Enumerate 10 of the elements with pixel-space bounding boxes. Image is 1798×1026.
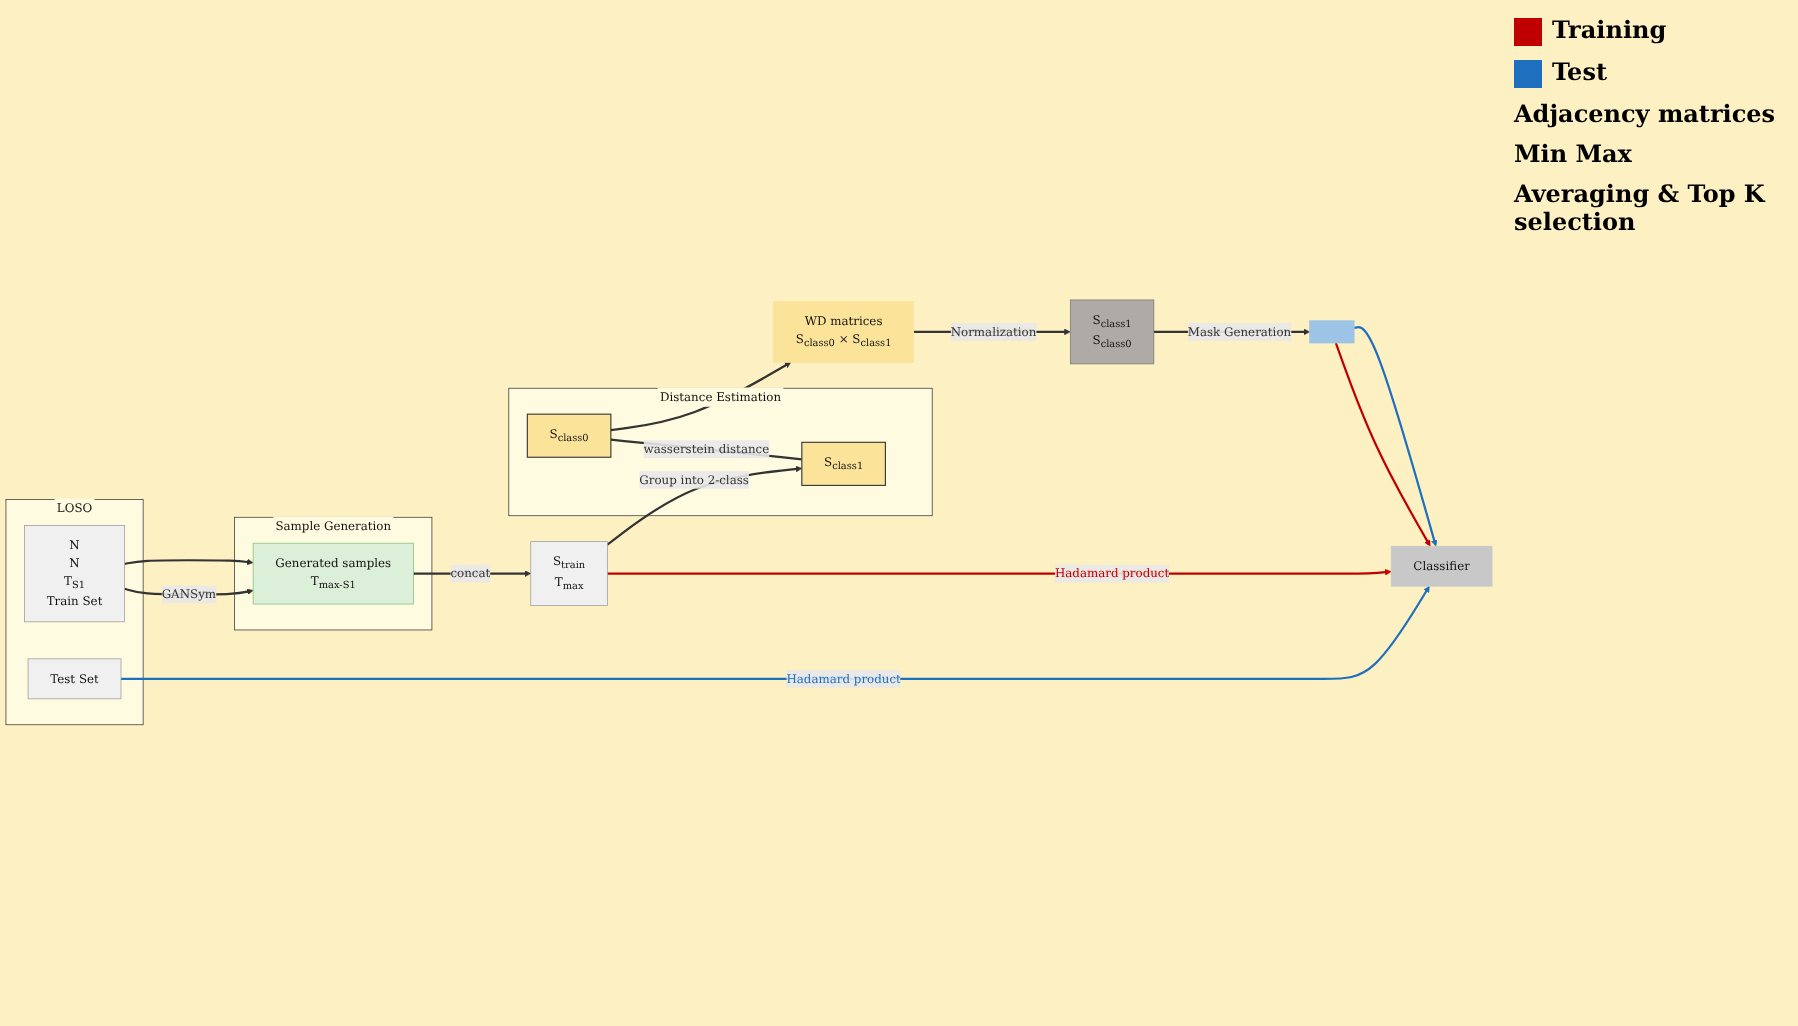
note-text: Min Max [1514, 139, 1634, 168]
legend-label: Test [1552, 57, 1607, 86]
note-text: Averaging & Top K selection [1514, 179, 1768, 236]
legend-label: Training [1552, 16, 1667, 44]
arrow [124, 559, 254, 566]
arrow [1334, 343, 1431, 548]
arrow [1353, 326, 1438, 548]
note-text: Adjacency matrices [1514, 99, 1778, 128]
arrow [606, 466, 803, 547]
node-box [1309, 321, 1355, 345]
